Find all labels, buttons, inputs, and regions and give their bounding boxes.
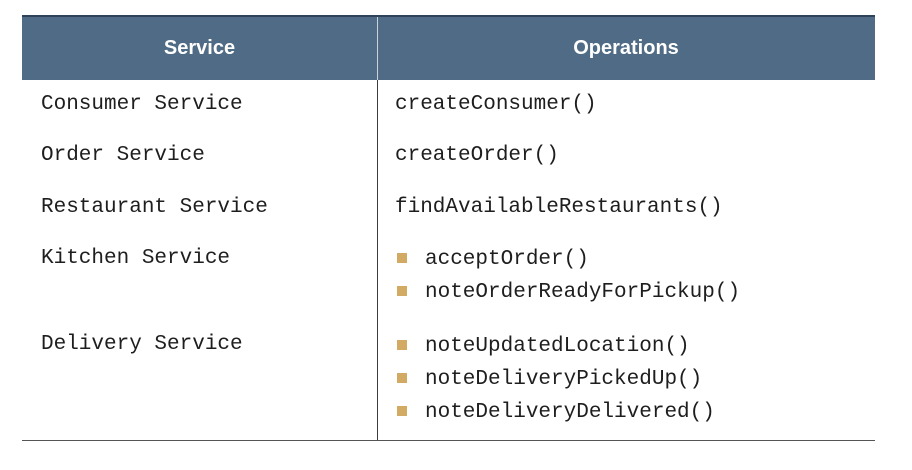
service-name-restaurant: Restaurant Service: [41, 196, 268, 219]
header-service: Service: [163, 37, 236, 59]
service-name-consumer: Consumer Service: [41, 93, 243, 116]
column-divider: [377, 80, 378, 441]
square-bullet-icon: [397, 406, 407, 416]
operation-note-updated-location: noteUpdatedLocation(): [425, 335, 690, 358]
square-bullet-icon: [397, 373, 407, 383]
operation-create-consumer: createConsumer(): [395, 93, 597, 116]
operation-note-delivery-picked-up: noteDeliveryPickedUp(): [425, 368, 703, 391]
square-bullet-icon: [397, 253, 407, 263]
header-divider: [377, 17, 378, 80]
operation-note-delivery-delivered: noteDeliveryDelivered(): [425, 401, 715, 424]
square-bullet-icon: [397, 340, 407, 350]
table-header: Service Operations: [22, 15, 875, 80]
header-operations: Operations: [573, 37, 679, 59]
services-table: Service Operations Consumer Service crea…: [22, 15, 875, 441]
bottom-rule: [22, 440, 875, 441]
operation-note-order-ready-for-pickup: noteOrderReadyForPickup(): [425, 281, 741, 304]
service-name-order: Order Service: [41, 144, 205, 167]
service-name-kitchen: Kitchen Service: [41, 247, 231, 270]
operation-accept-order: acceptOrder(): [425, 248, 589, 271]
operation-create-order: createOrder(): [395, 144, 559, 167]
service-name-delivery: Delivery Service: [41, 333, 243, 356]
operation-find-available-restaurants: findAvailableRestaurants(): [395, 196, 723, 219]
square-bullet-icon: [397, 286, 407, 296]
